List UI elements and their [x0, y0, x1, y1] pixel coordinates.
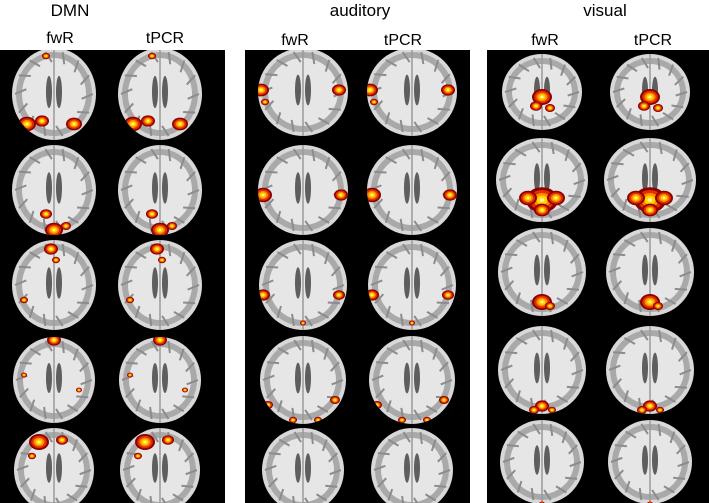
- brain-slice: [610, 54, 690, 130]
- brain-slice: [118, 50, 202, 140]
- brain-slice: [258, 145, 348, 235]
- brain-slice: [500, 420, 584, 503]
- brain-slice: [608, 420, 692, 503]
- auditory-slices: [258, 50, 457, 503]
- brain-slice: [498, 326, 586, 414]
- brain-slice: [260, 336, 346, 424]
- column-title-auditory-tpcr: tPCR: [383, 32, 423, 49]
- brain-slice: [262, 428, 344, 503]
- brain-slice: [498, 228, 586, 316]
- group-title-dmn: DMN: [50, 1, 90, 20]
- brain-slice: [369, 336, 455, 424]
- brain-slice: [367, 50, 457, 136]
- brain-slice: [12, 240, 96, 330]
- brain-slice: [259, 240, 347, 330]
- column-title-dmn-tpcr: tPCR: [145, 30, 185, 47]
- visual-panel: [487, 50, 709, 503]
- brain-slice: [496, 138, 588, 222]
- brain-slice: [371, 428, 453, 503]
- column-title-dmn-fwr: fwR: [46, 30, 74, 47]
- group-title-auditory: auditory: [329, 1, 391, 20]
- brain-slice: [119, 337, 201, 423]
- visual-slices: [496, 50, 696, 503]
- brain-slice: [368, 240, 456, 330]
- brain-slice: [12, 50, 96, 140]
- group-title-visual: visual: [583, 1, 627, 20]
- brain-slice: [606, 228, 694, 316]
- brain-slice: [258, 50, 348, 136]
- brain-slice: [604, 138, 696, 222]
- column-title-visual-tpcr: tPCR: [633, 32, 673, 49]
- brain-slice: [120, 428, 200, 503]
- brain-slice: [118, 145, 202, 235]
- column-title-visual-fwr: fwR: [531, 32, 559, 49]
- dmn-slices: [12, 50, 202, 503]
- brain-slice: [606, 326, 694, 414]
- brain-slice: [12, 145, 96, 235]
- auditory-panel: [245, 50, 470, 503]
- brain-slice: [13, 337, 95, 423]
- column-title-auditory-fwr: fwR: [281, 32, 309, 49]
- dmn-panel: [0, 50, 225, 503]
- brain-slice: [502, 54, 582, 130]
- brain-slice: [14, 428, 94, 503]
- brain-slice: [118, 240, 202, 330]
- brain-slice: [367, 145, 457, 235]
